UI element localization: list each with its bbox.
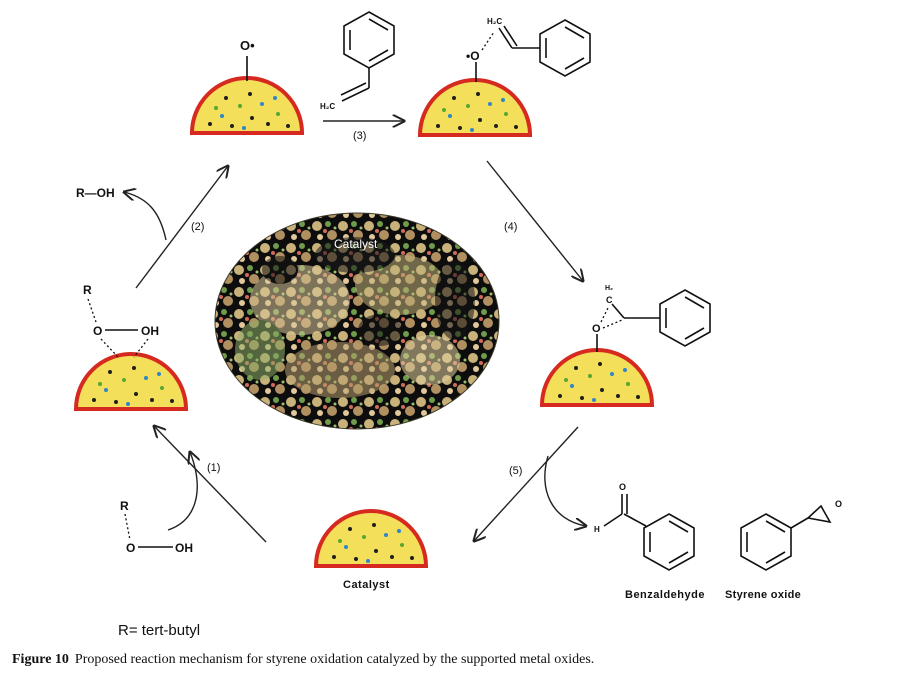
- benzaldehyde-h-label: H: [594, 525, 600, 534]
- adduct-ch2-label: H₂C: [487, 17, 502, 26]
- styrene-oxide-o-label: O: [835, 499, 842, 509]
- step-5-arrow: [474, 426, 579, 541]
- particle-dots: [332, 523, 414, 563]
- particle-dots: [208, 92, 290, 130]
- roh-label: R—OH: [76, 186, 115, 200]
- particle-dots: [558, 362, 640, 402]
- rooh-r-label: R: [120, 499, 129, 513]
- bottom-catalyst-label: Catalyst: [343, 579, 390, 591]
- surface-o-label: O: [93, 324, 102, 338]
- surface-ro-bond: [87, 298, 97, 323]
- step-2-label: (2): [191, 221, 204, 233]
- styrene-oxide-molecule: [740, 504, 832, 571]
- step-4-arrow: [486, 160, 583, 281]
- figure-caption: Figure 10 Proposed reaction mechanism for…: [12, 652, 594, 668]
- catalyst-particle-ring: [539, 348, 655, 407]
- ring-cc-bond: [611, 303, 625, 319]
- ring-c-label: C: [606, 295, 613, 305]
- rooh-o-label: O: [126, 541, 135, 555]
- ring-dashed-bond-1: [600, 305, 610, 323]
- step-3-label: (3): [353, 130, 366, 142]
- particle-dots: [92, 366, 174, 406]
- ring-phenyl: [624, 289, 711, 347]
- figure-caption-text: Proposed reaction mechanism for styrene …: [74, 652, 595, 667]
- styrene-molecule: [340, 11, 395, 102]
- surface-dashed-2: [133, 338, 149, 358]
- step-5-release-arrow: [544, 455, 586, 526]
- surface-oh-label: OH: [141, 324, 159, 338]
- benzaldehyde-o-label: O: [619, 482, 626, 492]
- catalyst-image: [214, 212, 500, 430]
- step-4-label: (4): [504, 221, 517, 233]
- catalyst-particle-oxo: [189, 76, 305, 135]
- step-2-release-arrow: [124, 192, 167, 241]
- catalyst-particle-adduct: [417, 78, 533, 137]
- ring-h2-label: H₂: [605, 285, 613, 292]
- particle-dots: [436, 92, 518, 132]
- oxo-radical-label: O•: [240, 38, 255, 53]
- styrene-oxide-label: Styrene oxide: [725, 589, 801, 601]
- benzaldehyde-molecule: [603, 494, 695, 571]
- catalyst-particle-peroxo: [73, 352, 189, 411]
- figure-label: Figure 10: [12, 652, 69, 667]
- ring-o-label: O: [592, 323, 601, 335]
- rooh-ro-bond: [124, 513, 131, 541]
- surface-r-label: R: [83, 283, 92, 297]
- benzaldehyde-label: Benzaldehyde: [625, 589, 705, 601]
- step-1-label: (1): [207, 462, 220, 474]
- step-1-arrow: [154, 426, 267, 543]
- adduct-o-label: •O: [466, 49, 480, 63]
- adduct-vinyl-phenyl: [498, 19, 591, 77]
- step-1-uptake-arrow: [167, 452, 197, 531]
- catalyst-particle-free: [313, 509, 429, 568]
- styrene-ch2-label: H₂C: [320, 102, 335, 111]
- adduct-dashed-bond: [481, 31, 495, 51]
- r-definition: R= tert-butyl: [118, 622, 201, 639]
- catalyst-image-label: Catalyst: [334, 237, 378, 251]
- step-2-arrow: [135, 166, 228, 289]
- rooh-oh-label: OH: [175, 541, 193, 555]
- step-5-label: (5): [509, 465, 522, 477]
- ring-dashed-bond-2: [602, 319, 623, 329]
